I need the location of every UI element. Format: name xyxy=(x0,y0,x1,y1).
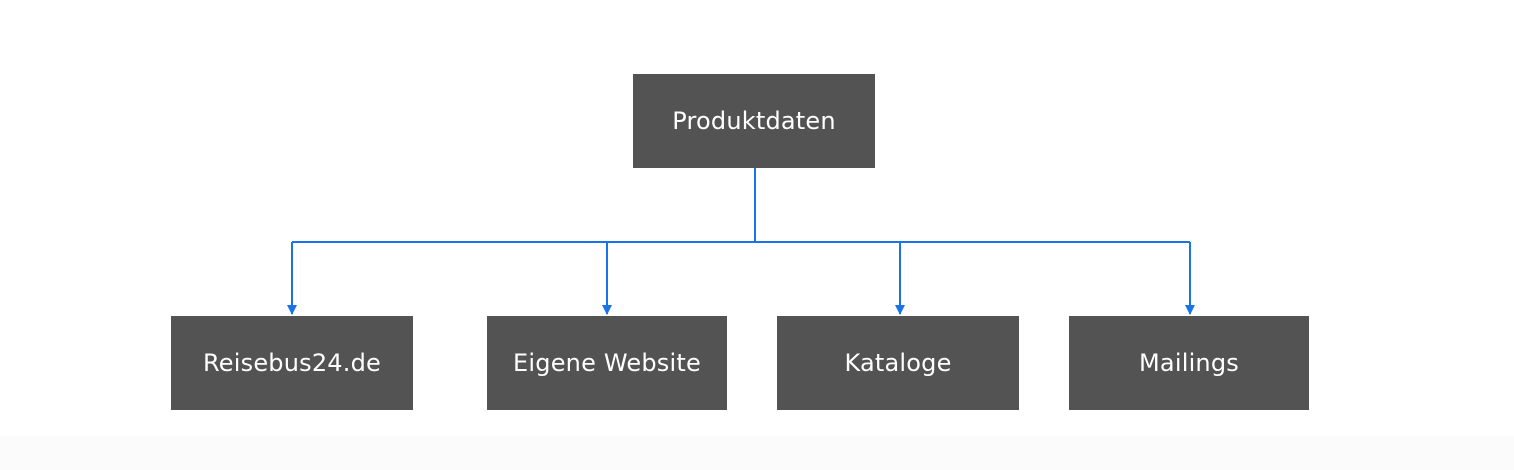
node-label: Kataloge xyxy=(844,349,952,377)
node-label: Mailings xyxy=(1139,349,1239,377)
node-kataloge: Kataloge xyxy=(777,316,1019,410)
node-label: Produktdaten xyxy=(672,107,836,135)
background-band xyxy=(0,436,1514,470)
node-mailings: Mailings xyxy=(1069,316,1309,410)
node-reisebus24: Reisebus24.de xyxy=(171,316,413,410)
node-produktdaten: Produktdaten xyxy=(633,74,875,168)
node-label: Reisebus24.de xyxy=(202,349,382,377)
node-label: Eigene Website xyxy=(513,349,701,377)
node-eigene-website: Eigene Website xyxy=(487,316,727,410)
